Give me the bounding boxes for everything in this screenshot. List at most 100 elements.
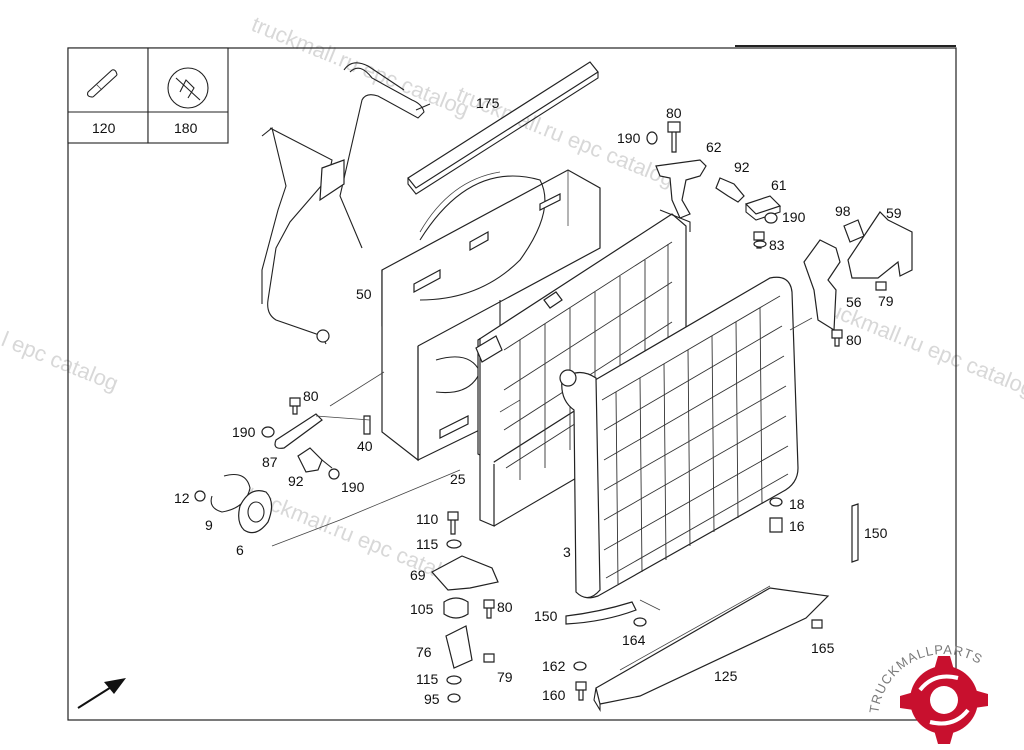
- part-110-bolt: [447, 511, 459, 535]
- part-150-seal-curved: [565, 601, 637, 625]
- callout-83: 83: [769, 237, 785, 253]
- callout-165: 165: [811, 640, 835, 656]
- part-79-bolt-right: [875, 281, 887, 291]
- watermark-text: truckmall.ru epc catalog: [813, 291, 1024, 401]
- part-87-link: [274, 413, 323, 449]
- callout-40: 40: [357, 438, 373, 454]
- leader-lines: [271, 317, 813, 611]
- gear-logo-icon: [900, 656, 988, 744]
- legend-panel: 120 180: [67, 47, 229, 144]
- callout-80: 80: [497, 599, 513, 615]
- callout-9: 9: [205, 517, 213, 533]
- callout-25: 25: [450, 471, 466, 487]
- part-83-screw: [753, 231, 767, 249]
- part-164-washer: [633, 617, 647, 627]
- part-175-seal-strip: [407, 61, 599, 195]
- callout-labels: 175 80 190 62 92 61 190 98 59 83 50 56 7…: [174, 95, 902, 707]
- callout-190: 190: [617, 130, 641, 146]
- callout-16: 16: [789, 518, 805, 534]
- part-95-nut: [447, 693, 461, 703]
- callout-190: 190: [341, 479, 365, 495]
- part-16-sleeve: [769, 517, 783, 533]
- part-80-bolt-top: [667, 121, 681, 153]
- part-80-bolt-right: [831, 329, 843, 347]
- callout-175: 175: [476, 95, 500, 111]
- clamp-ring-icon: [167, 67, 209, 109]
- callout-79: 79: [497, 669, 513, 685]
- part-80-bolt-left: [289, 397, 301, 415]
- part-98-rubber-mount: [843, 219, 865, 243]
- part-61-clip: [744, 195, 782, 221]
- callout-80: 80: [846, 332, 862, 348]
- part-62-bracket: [655, 159, 707, 219]
- callout-125: 125: [714, 668, 738, 684]
- callout-76: 76: [416, 644, 432, 660]
- callout-3: 3: [563, 544, 571, 560]
- callout-69: 69: [410, 567, 426, 583]
- part-190-washer-left: [261, 426, 275, 438]
- callout-190: 190: [232, 424, 256, 440]
- callout-18: 18: [789, 496, 805, 512]
- part-59-bracket: [847, 211, 913, 279]
- callout-50: 50: [356, 286, 372, 302]
- legend-box-180: [147, 47, 229, 144]
- callout-150: 150: [864, 525, 888, 541]
- part-79-bolt-lower: [483, 653, 495, 663]
- callout-164: 164: [622, 632, 646, 648]
- callout-98: 98: [835, 203, 851, 219]
- callout-6: 6: [236, 542, 244, 558]
- part-190-washer-top: [646, 131, 658, 145]
- legend-label-120: 120: [92, 120, 116, 136]
- direction-arrow-icon: [77, 678, 126, 709]
- part-6-flange: [238, 490, 273, 534]
- watermark-text: l epc catalog: [0, 326, 122, 395]
- part-160-bolt: [575, 681, 587, 701]
- part-105-rubber-mount: [443, 597, 469, 619]
- part-190-washer-mid: [328, 468, 340, 480]
- callout-92: 92: [288, 473, 304, 489]
- callout-110: 110: [416, 511, 439, 527]
- callout-80: 80: [303, 388, 319, 404]
- callout-59: 59: [886, 205, 902, 221]
- part-hose-frame: [261, 62, 431, 345]
- part-69-bracket: [431, 555, 499, 591]
- callout-115: 115: [416, 671, 439, 687]
- part-115-washer-upper: [446, 539, 462, 549]
- callout-80: 80: [666, 105, 682, 121]
- callout-150: 150: [534, 608, 558, 624]
- callout-190: 190: [782, 209, 806, 225]
- part-12-nut: [194, 490, 206, 502]
- callout-95: 95: [424, 691, 440, 707]
- parts-drawing: [194, 61, 913, 712]
- legend-label-180: 180: [174, 120, 198, 136]
- callout-105: 105: [410, 601, 434, 617]
- part-150-seal-vertical: [851, 503, 859, 563]
- diagram-frame: [67, 47, 957, 721]
- part-76-bracket: [445, 625, 473, 669]
- part-162-washer: [573, 661, 587, 671]
- callout-115: 115: [416, 536, 439, 552]
- legend-box-120: [67, 47, 149, 144]
- callout-160: 160: [542, 687, 566, 703]
- part-92-mount-left: [297, 447, 333, 473]
- part-50-fan-shroud: [381, 169, 601, 462]
- callout-162: 162: [542, 658, 566, 674]
- callout-87: 87: [262, 454, 278, 470]
- hose-pipe-icon: [87, 69, 118, 98]
- part-190-washer-right: [764, 212, 778, 224]
- part-40-screw: [363, 415, 371, 435]
- part-56-bracket: [803, 239, 841, 332]
- brand-logo: TRUCKMALLPARTS: [866, 642, 988, 744]
- part-18-washer: [769, 497, 783, 507]
- callout-62: 62: [706, 139, 722, 155]
- callout-79: 79: [878, 293, 894, 309]
- part-80-bolt-lower: [483, 599, 495, 619]
- callout-12: 12: [174, 490, 190, 506]
- part-125-lower-panel: [593, 585, 830, 712]
- callout-61: 61: [771, 177, 787, 193]
- part-3-intercooler: [559, 276, 799, 599]
- part-165-bolt: [811, 619, 823, 629]
- callout-92: 92: [734, 159, 750, 175]
